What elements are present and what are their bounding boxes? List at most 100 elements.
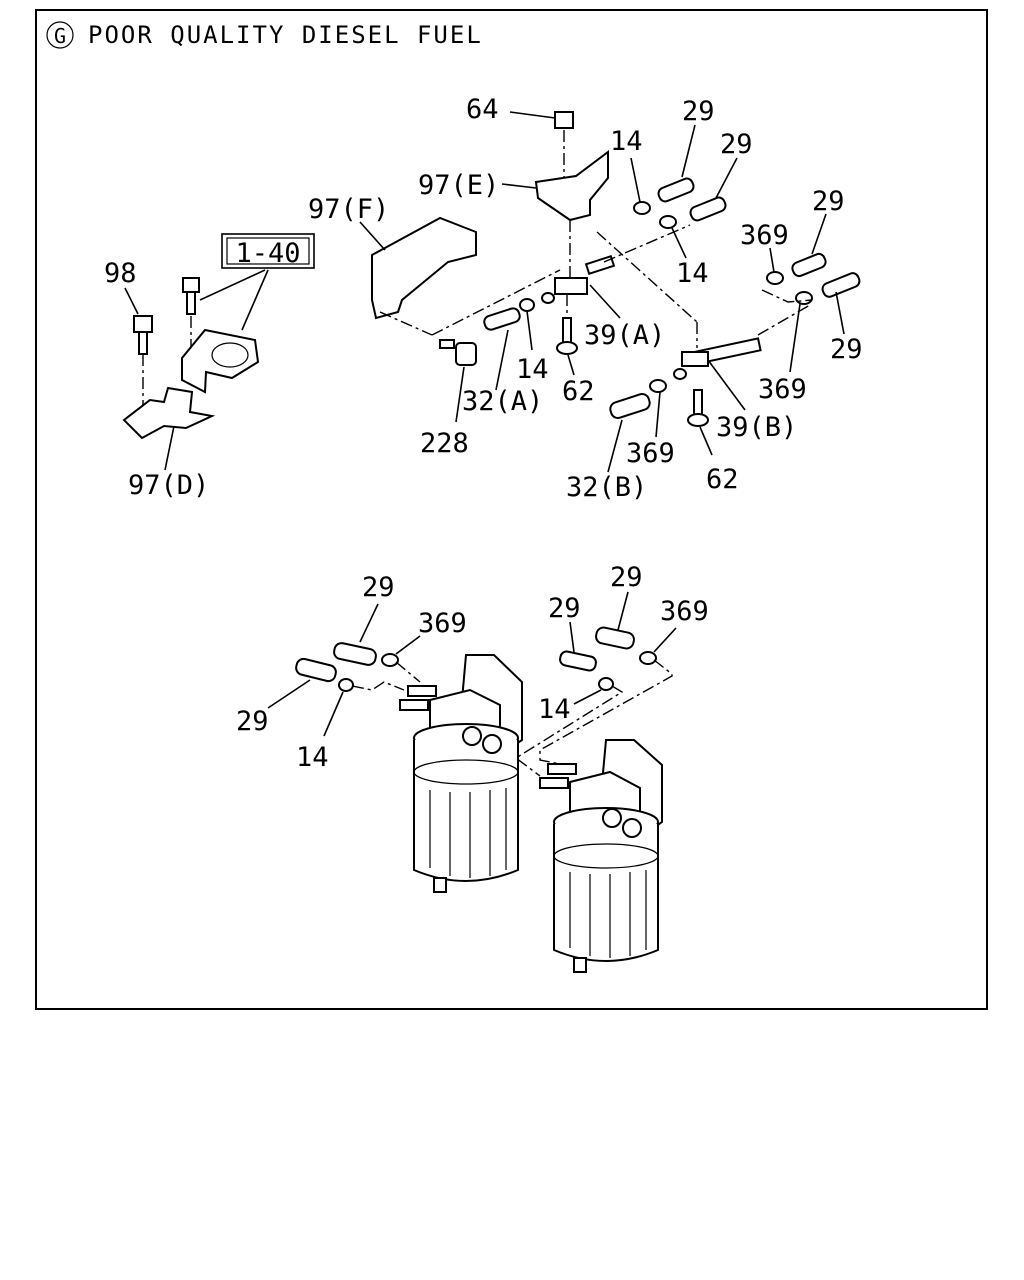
part-369-clip-e[interactable]	[539, 627, 677, 765]
axis-369d	[395, 661, 421, 683]
leader-369a	[769, 247, 775, 273]
leader-97d	[164, 425, 175, 471]
leader-369d	[395, 635, 421, 655]
label-62: 62	[706, 464, 739, 495]
label-29: 29	[682, 96, 715, 127]
leader-ref-clamp	[241, 269, 269, 331]
label-29: 29	[610, 562, 643, 593]
label-14: 14	[676, 258, 709, 289]
bolt-98-head	[133, 315, 153, 333]
hose-icon	[657, 177, 695, 203]
part-1-40-bolt[interactable]	[182, 277, 200, 350]
part-29-hose-h[interactable]	[595, 591, 635, 650]
hose-icon	[821, 272, 861, 298]
part-29-hose-g[interactable]	[559, 621, 597, 672]
part-64-nut[interactable]	[509, 111, 574, 185]
label-369: 369	[758, 374, 807, 405]
reference-box[interactable]: 1-40	[199, 233, 315, 331]
leader-29c	[811, 213, 827, 255]
leader-64	[509, 111, 556, 119]
part-39a-union[interactable]	[554, 224, 691, 319]
nipple-icon	[541, 292, 555, 304]
label-14: 14	[516, 354, 549, 385]
part-14-clip-a[interactable]	[630, 157, 651, 215]
leader-62b	[699, 426, 713, 456]
label-39b: 39(B)	[716, 412, 797, 443]
part-97f-bracket[interactable]	[359, 216, 561, 336]
fuel-filter-right[interactable]	[539, 739, 663, 973]
part-29-hose-d[interactable]	[821, 271, 861, 335]
part-369-clip-b[interactable]	[761, 289, 813, 373]
drain-plug	[433, 877, 447, 893]
leader-98	[124, 287, 139, 315]
label-39a: 39(A)	[584, 320, 665, 351]
axis-369	[761, 289, 813, 303]
hose-icon	[333, 642, 377, 666]
clip-icon	[659, 215, 677, 229]
outlet-fitting	[399, 699, 429, 711]
port-icon	[482, 734, 502, 754]
part-29-hose-a[interactable]	[657, 124, 696, 203]
bolt-62-head	[687, 413, 709, 427]
part-62-bolt-b[interactable]	[687, 389, 713, 456]
label-29: 29	[812, 186, 845, 217]
label-369: 369	[626, 438, 675, 469]
label-369: 369	[660, 596, 709, 627]
clip-icon	[598, 677, 614, 691]
outlet-fitting	[539, 777, 569, 789]
part-228-bolt[interactable]	[439, 339, 477, 423]
part-29-hose-b[interactable]	[689, 157, 738, 222]
axis-14d	[351, 681, 405, 691]
clip-icon	[766, 271, 784, 285]
part-369-clip-a[interactable]	[766, 247, 784, 285]
leader-14c	[526, 310, 533, 351]
part-39b-union[interactable]	[596, 231, 811, 411]
reference-box-inner	[226, 237, 310, 265]
nut-icon	[554, 111, 574, 129]
part-14-clip-d-right[interactable]	[514, 677, 624, 777]
part-29-hose-e[interactable]	[333, 603, 379, 666]
leader-39a	[589, 284, 621, 319]
part-62-bolt-a[interactable]	[556, 294, 578, 376]
title-badge-circle	[46, 21, 74, 49]
leader-97e	[501, 183, 537, 189]
port-icon	[602, 808, 622, 828]
hose-icon	[483, 307, 521, 331]
diagram-frame	[35, 9, 988, 1010]
part-29-hose-c[interactable]	[791, 213, 828, 278]
leader-369e	[653, 627, 677, 653]
bolt-98-shank	[138, 331, 148, 355]
nipple-icon	[673, 368, 687, 380]
fuel-filter-left[interactable]	[399, 654, 523, 893]
hose-icon	[609, 393, 651, 419]
part-14-clip-c[interactable]	[519, 292, 555, 351]
label-369: 369	[740, 220, 789, 251]
part-32a-hose[interactable]	[483, 307, 522, 391]
port-icon	[462, 726, 482, 746]
part-32b-hose[interactable]	[607, 392, 651, 473]
part-97e-bracket[interactable]	[501, 150, 609, 280]
clip-icon	[519, 298, 535, 312]
leader-97f	[359, 221, 386, 251]
leader-32b	[607, 419, 623, 473]
part-29-hose-f[interactable]	[267, 657, 337, 709]
title-badge: G	[54, 24, 66, 48]
clip-icon	[639, 651, 657, 665]
part-98-bolt[interactable]	[124, 287, 153, 418]
part-97d-bracket[interactable]	[122, 386, 216, 471]
part-1-40-clamp[interactable]	[181, 328, 260, 394]
hose-icon	[791, 252, 827, 278]
part-369-clip-c[interactable]	[649, 368, 687, 438]
leader-14b	[671, 227, 687, 259]
clip-icon	[381, 653, 399, 667]
page-title: POOR QUALITY DIESEL FUEL	[88, 21, 483, 49]
clip-icon	[795, 291, 813, 305]
leader-14a	[630, 157, 641, 203]
axis-97f-b	[431, 269, 561, 336]
part-14-clip-d-left[interactable]	[323, 678, 405, 737]
part-369-clip-d[interactable]	[381, 635, 421, 683]
part-14-clip-b[interactable]	[659, 215, 687, 259]
leader-369c	[655, 391, 661, 438]
leader-39b	[707, 359, 746, 411]
